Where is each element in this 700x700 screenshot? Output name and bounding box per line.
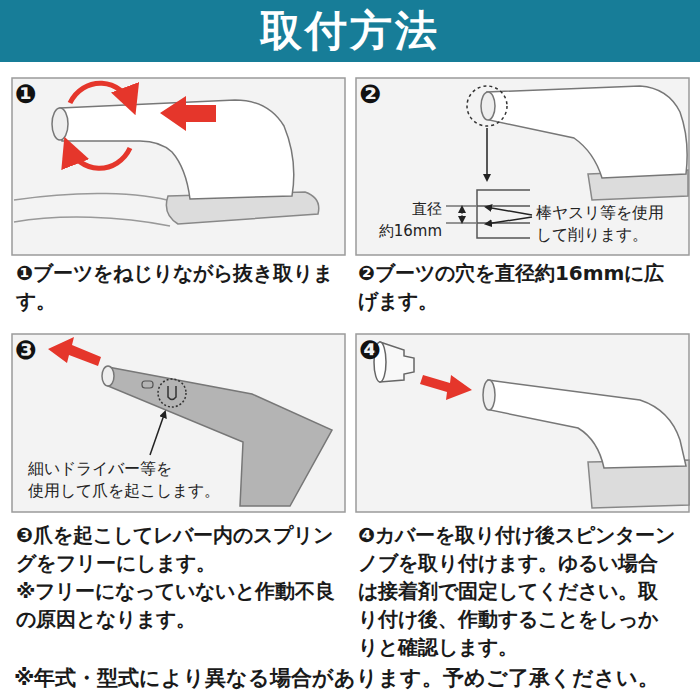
detail-arrow (486, 128, 488, 180)
insert-arrow (420, 375, 472, 400)
hole-edge (477, 222, 530, 224)
header-band (0, 0, 700, 62)
panel-frame (12, 78, 345, 255)
step-text: ❶ブーツをねじりながら抜き取りま す。 (16, 259, 348, 315)
detail-circle (467, 86, 507, 126)
lever-end (481, 92, 495, 120)
step-text: ❹カバーを取り付け後スピンターン ノブを取り付けます。ゆるい場合 は接着剤で固定… (358, 521, 690, 661)
callout-number: ❹ (359, 335, 381, 365)
callout-number: ❶ (15, 79, 37, 109)
warning-note: ※フリーになっていないと作動不良 の原因となります。 (16, 577, 348, 633)
callout-number: ❸ (15, 335, 37, 365)
leader-arrow (150, 412, 165, 455)
leader-arrow (486, 217, 532, 224)
lever-drawing (48, 337, 332, 506)
dimension-arrow (462, 215, 463, 222)
lever-boot (488, 380, 686, 468)
footnote: ※年式・型式により異なる場合があります。予めご了承ください。 (14, 664, 659, 692)
dimension-line (446, 206, 476, 207)
lever-end (102, 366, 114, 386)
lever-slot (142, 381, 153, 388)
lever-drawing (374, 342, 689, 508)
console-line (14, 217, 170, 226)
dimension-label: 直径 約16mm (356, 198, 442, 242)
tool-note: 細いドライバー等を 使用して爪を起こします。 (28, 458, 240, 502)
console-line (14, 193, 175, 202)
twist-arrow (68, 146, 130, 168)
twist-arrow (70, 83, 132, 106)
claw (168, 386, 176, 400)
lever-boot (487, 86, 687, 178)
detail-circle (158, 379, 186, 407)
step-text: ❷ブーツの穴を直径約16mmに広 げます。 (358, 259, 690, 315)
pull-arrow (48, 337, 101, 366)
lever-end (483, 380, 495, 410)
callout-number: ❷ (359, 79, 381, 109)
leader-arrow (486, 207, 532, 215)
tool-note: 棒ヤスリ等を使用 して削ります。 (536, 202, 686, 246)
panel-frame (356, 78, 689, 255)
hole-edge (477, 205, 530, 207)
panel-frame (356, 334, 689, 512)
panel-frame (12, 334, 345, 512)
lever-drawing (14, 83, 319, 226)
dimension-arrow (462, 207, 463, 214)
lever-end (52, 108, 68, 140)
step-text: ❸爪を起こしてレバー内のスプリン グをフリーにします。 (16, 521, 348, 577)
page-title: 取付方法 (0, 6, 700, 56)
dimension-line (446, 223, 476, 224)
pull-arrow (160, 96, 216, 131)
